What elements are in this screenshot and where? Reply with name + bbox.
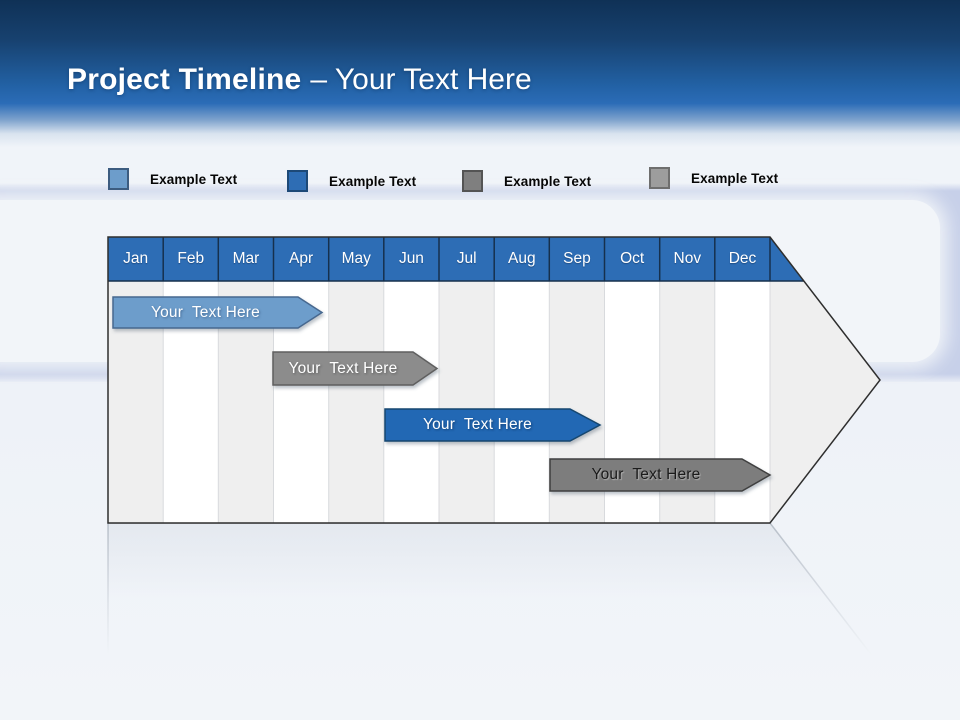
month-cell-may: May — [341, 250, 371, 267]
month-header-row: Jan Feb Mar Apr May Jun Jul Aug Sep Oct … — [108, 237, 770, 281]
timeline-reflection — [107, 522, 881, 720]
page-title-light: – Your Text Here — [310, 63, 532, 96]
legend-label: Example Text — [150, 171, 238, 187]
month-cell-sep: Sep — [563, 250, 591, 267]
gantt-bar-label: Your Text Here — [423, 416, 532, 433]
legend-item: Example Text — [462, 170, 591, 192]
month-cell-jan: Jan — [123, 250, 149, 267]
gantt-bar-label: Your Text Here — [151, 303, 260, 321]
legend-label: Example Text — [691, 170, 779, 186]
title-band — [0, 0, 960, 152]
month-cell-apr: Apr — [289, 250, 314, 267]
legend-item: Example Text — [108, 168, 237, 190]
month-cell-jul: Jul — [456, 250, 477, 267]
month-cell-aug: Aug — [507, 250, 536, 267]
legend-label: Example Text — [504, 173, 592, 189]
timeline-arrow-outline — [107, 236, 881, 524]
gantt-bar-label: Your Text Here — [591, 466, 701, 483]
gantt-bar-label: Your Text Here — [288, 359, 398, 377]
month-cell-oct: Oct — [620, 250, 645, 267]
month-cell-feb: Feb — [177, 250, 205, 267]
month-cell-jun: Jun — [398, 250, 424, 267]
legend-label: Example Text — [329, 173, 417, 189]
gantt-bar-2 — [272, 351, 439, 386]
month-header-band — [108, 237, 804, 281]
month-cell-dec: Dec — [728, 250, 757, 267]
legend-swatch-gray — [649, 167, 670, 189]
page-title-bold: Project Timeline — [67, 63, 302, 96]
legend-swatch-darkgray — [462, 170, 483, 192]
legend-item: Example Text — [649, 167, 778, 189]
legend-item: Example Text — [287, 170, 416, 192]
page-title: Project Timeline– Your Text Here — [67, 61, 532, 99]
gantt-bar-4 — [549, 458, 772, 492]
legend-swatch-blue — [287, 170, 308, 192]
legend-swatch-lightblue — [108, 168, 129, 190]
month-cell-mar: Mar — [232, 250, 260, 267]
gantt-bar-1 — [112, 296, 324, 329]
gantt-bar-3 — [384, 408, 602, 442]
month-cell-nov: Nov — [673, 250, 702, 267]
